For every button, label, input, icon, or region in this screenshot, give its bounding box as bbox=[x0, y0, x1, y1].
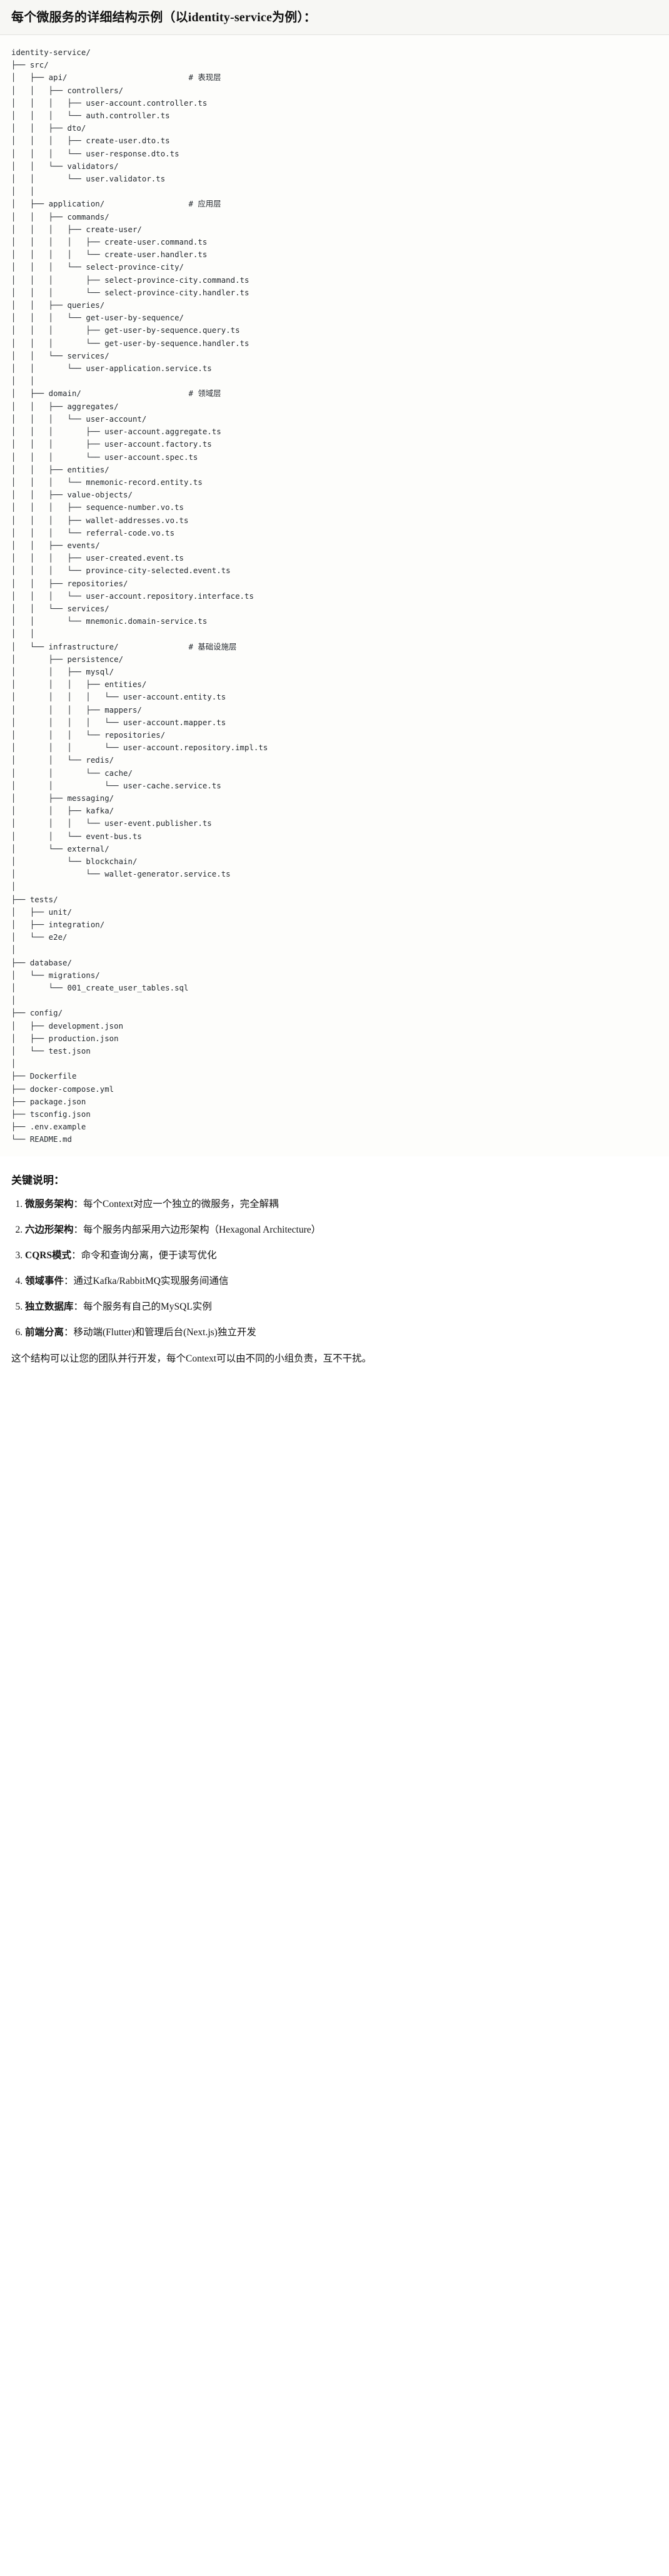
note-desc: ：每个服务内部采用六边形架构（Hexagonal Architecture） bbox=[73, 1224, 321, 1235]
note-term: 微服务架构 bbox=[25, 1198, 74, 1209]
note-desc: ：每个Context对应一个独立的微服务，完全解耦 bbox=[73, 1198, 279, 1209]
key-notes-section: 关键说明： 微服务架构：每个Context对应一个独立的微服务，完全解耦 六边形… bbox=[0, 1156, 669, 1381]
list-item: 微服务架构：每个Context对应一个独立的微服务，完全解耦 bbox=[25, 1197, 658, 1212]
note-desc: ：移动端(Flutter)和管理后台(Next.js)独立开发 bbox=[64, 1326, 256, 1338]
note-term: 前端分离 bbox=[25, 1326, 64, 1338]
list-item: 独立数据库：每个服务有自己的MySQL实例 bbox=[25, 1300, 658, 1315]
note-term: CQRS模式 bbox=[25, 1250, 72, 1261]
list-item: 领域事件：通过Kafka/RabbitMQ实现服务间通信 bbox=[25, 1274, 658, 1289]
key-notes-list: 微服务架构：每个Context对应一个独立的微服务，完全解耦 六边形架构：每个服… bbox=[11, 1197, 658, 1340]
document-header: 每个微服务的详细结构示例（以identity-service为例）： bbox=[0, 0, 669, 35]
closing-paragraph: 这个结构可以让您的团队并行开发，每个Context可以由不同的小组负责，互不干扰… bbox=[11, 1353, 372, 1364]
note-desc: ：每个服务有自己的MySQL实例 bbox=[73, 1301, 212, 1312]
directory-tree: identity-service/ ├── src/ │ ├── api/ # … bbox=[11, 48, 268, 1144]
list-item: CQRS模式：命令和查询分离，便于读写优化 bbox=[25, 1248, 658, 1263]
note-desc: ：命令和查询分离，便于读写优化 bbox=[71, 1250, 217, 1261]
directory-tree-block: identity-service/ ├── src/ │ ├── api/ # … bbox=[0, 35, 669, 1156]
note-term: 领域事件 bbox=[25, 1275, 64, 1286]
list-item: 前端分离：移动端(Flutter)和管理后台(Next.js)独立开发 bbox=[25, 1325, 658, 1340]
note-term: 独立数据库 bbox=[25, 1301, 74, 1312]
list-item: 六边形架构：每个服务内部采用六边形架构（Hexagonal Architectu… bbox=[25, 1223, 658, 1238]
key-notes-heading: 关键说明： bbox=[11, 1174, 64, 1186]
page-title: 每个微服务的详细结构示例（以identity-service为例）： bbox=[11, 11, 316, 24]
note-desc: ：通过Kafka/RabbitMQ实现服务间通信 bbox=[64, 1275, 229, 1286]
note-term: 六边形架构 bbox=[25, 1224, 74, 1235]
